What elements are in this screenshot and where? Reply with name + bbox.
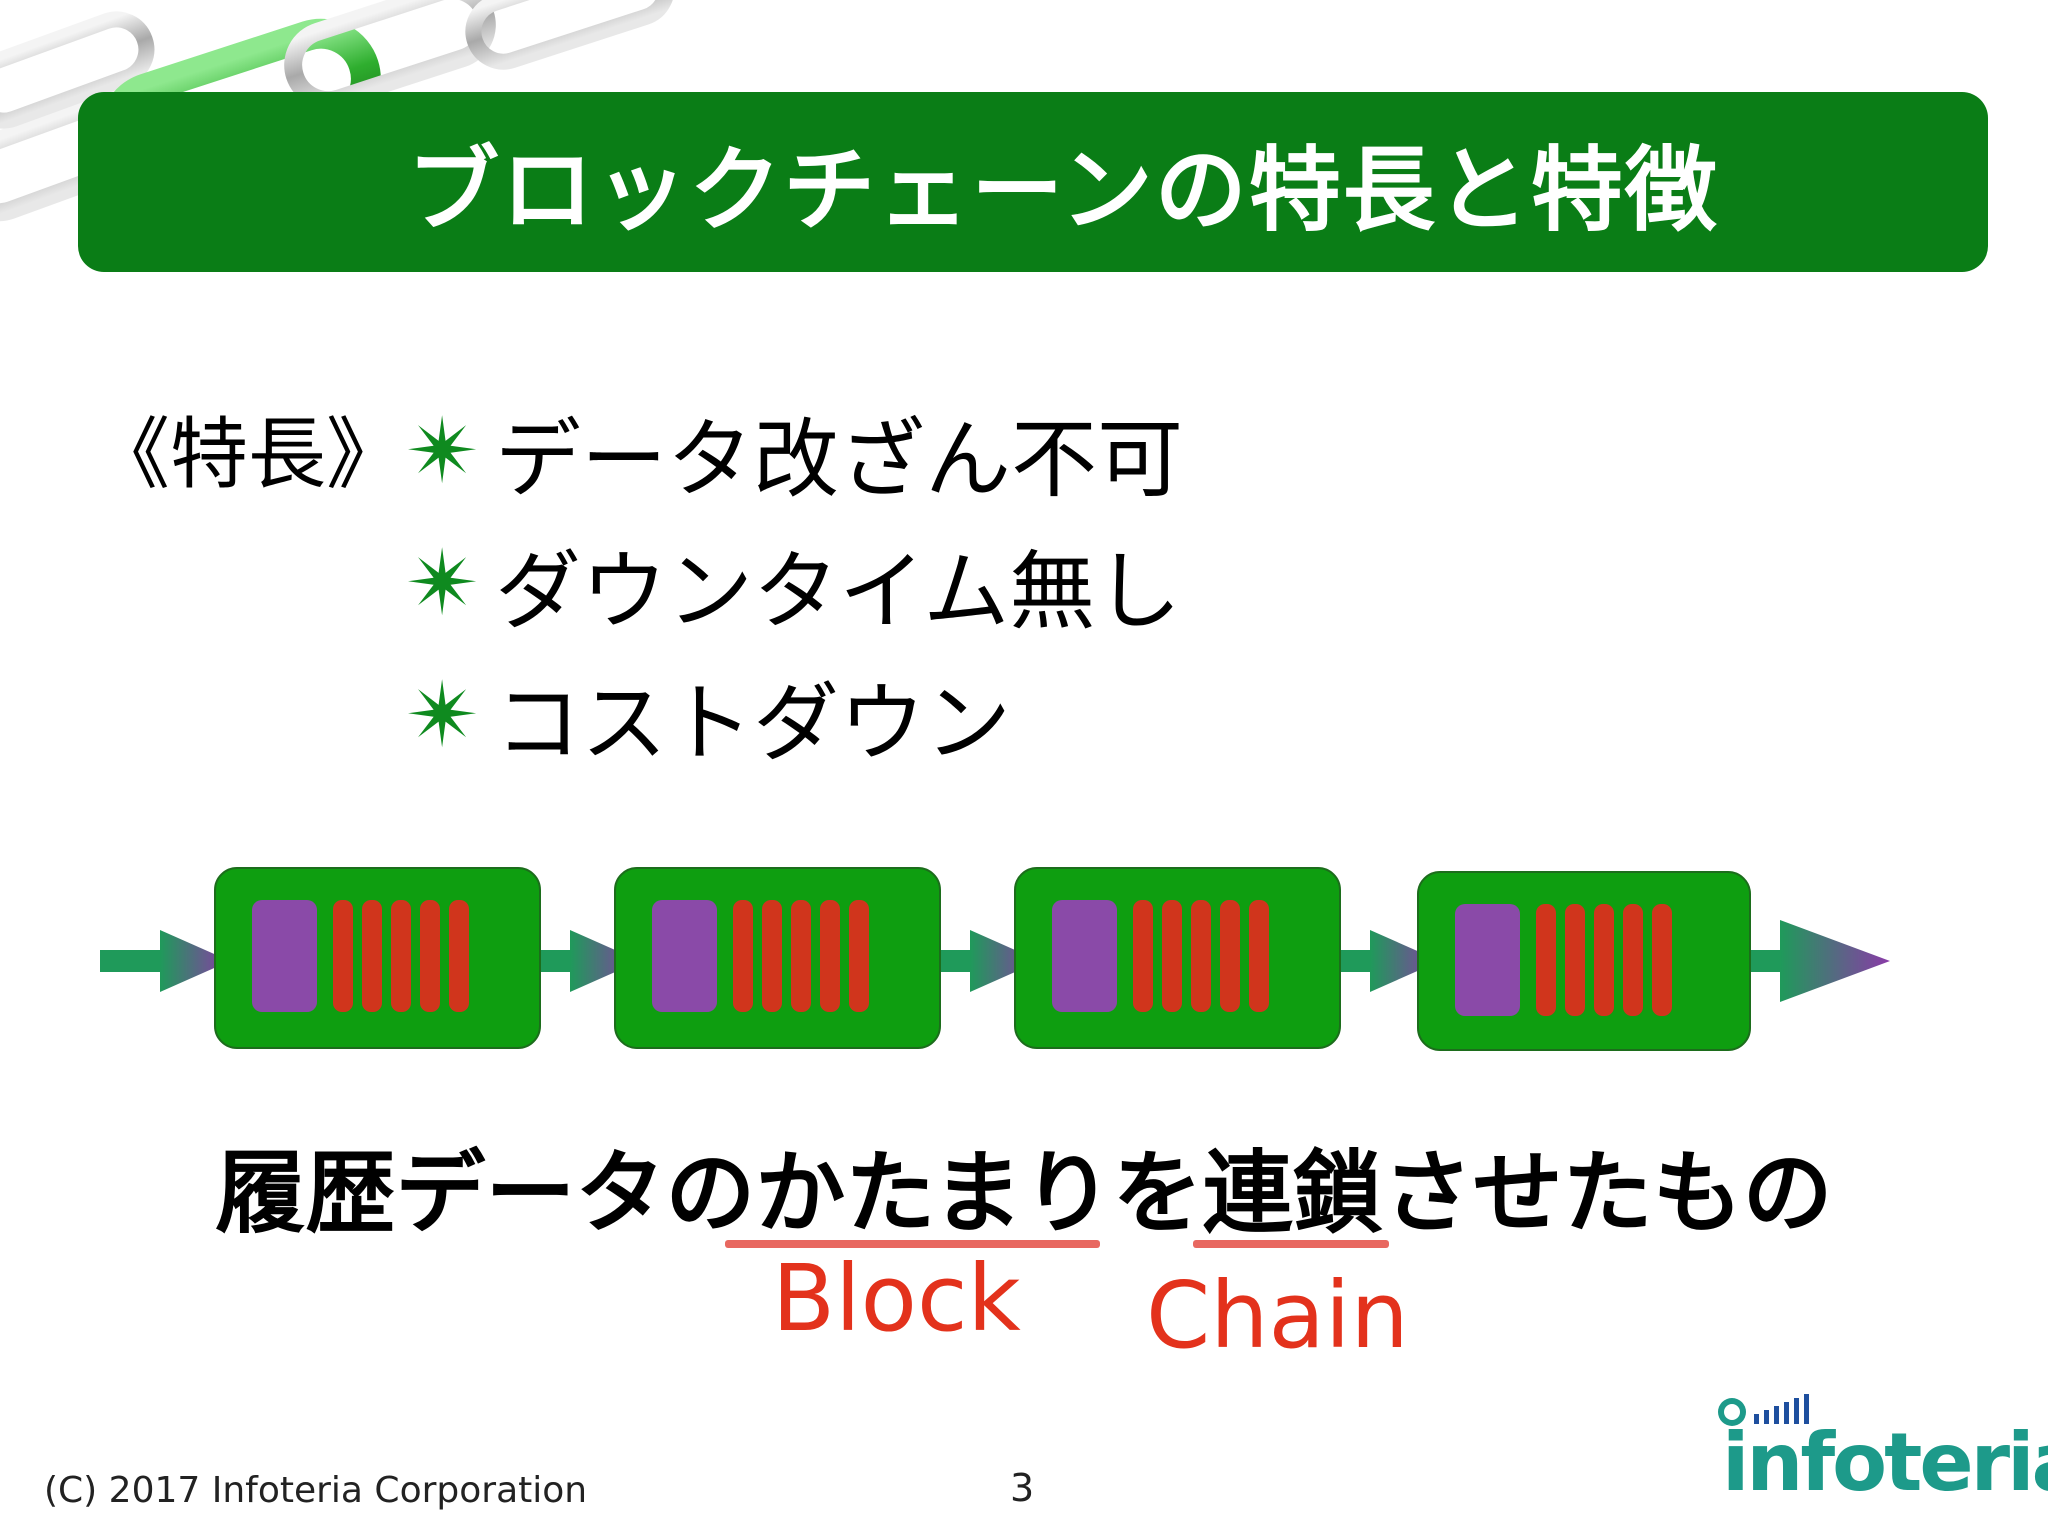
green-asterisk-icon: ✴: [395, 663, 491, 768]
copyright-text: (C) 2017 Infoteria Corporation: [44, 1470, 587, 1511]
infoteria-logo: infoteria: [1710, 1390, 2040, 1520]
block: [215, 868, 540, 1048]
chain-annotation: Chain: [1146, 1262, 1409, 1369]
feature-list: ✴ データ改ざん不可 ✴ ダウンタイム無し ✴ コストダウン: [395, 385, 1183, 781]
blockchain-diagram: [100, 860, 1900, 1060]
features-label: 《特長》: [92, 392, 404, 504]
block: [1015, 868, 1340, 1048]
green-asterisk-icon: ✴: [395, 531, 491, 636]
feature-text: ダウンタイム無し: [495, 521, 1181, 646]
title-bar: ブロックチェーンの特長と特徴: [78, 92, 1988, 272]
green-asterisk-icon: ✴: [395, 399, 491, 504]
feature-text: コストダウン: [495, 653, 1011, 778]
chain-underline: [1193, 1240, 1389, 1248]
block-annotation: Block: [772, 1245, 1021, 1352]
summary-text: 履歴データのかたまりを連鎖させたもの: [0, 1120, 2048, 1250]
slide-title: ブロックチェーンの特長と特徴: [347, 116, 1718, 249]
block: [615, 868, 940, 1048]
feature-item: ✴ データ改ざん不可: [395, 385, 1183, 517]
logo-wordmark: infoteria: [1722, 1416, 2048, 1509]
page-number: 3: [1010, 1466, 1034, 1510]
feature-text: データ改ざん不可: [495, 389, 1183, 514]
feature-item: ✴ ダウンタイム無し: [395, 517, 1183, 649]
feature-item: ✴ コストダウン: [395, 649, 1183, 781]
block: [1418, 872, 1750, 1050]
